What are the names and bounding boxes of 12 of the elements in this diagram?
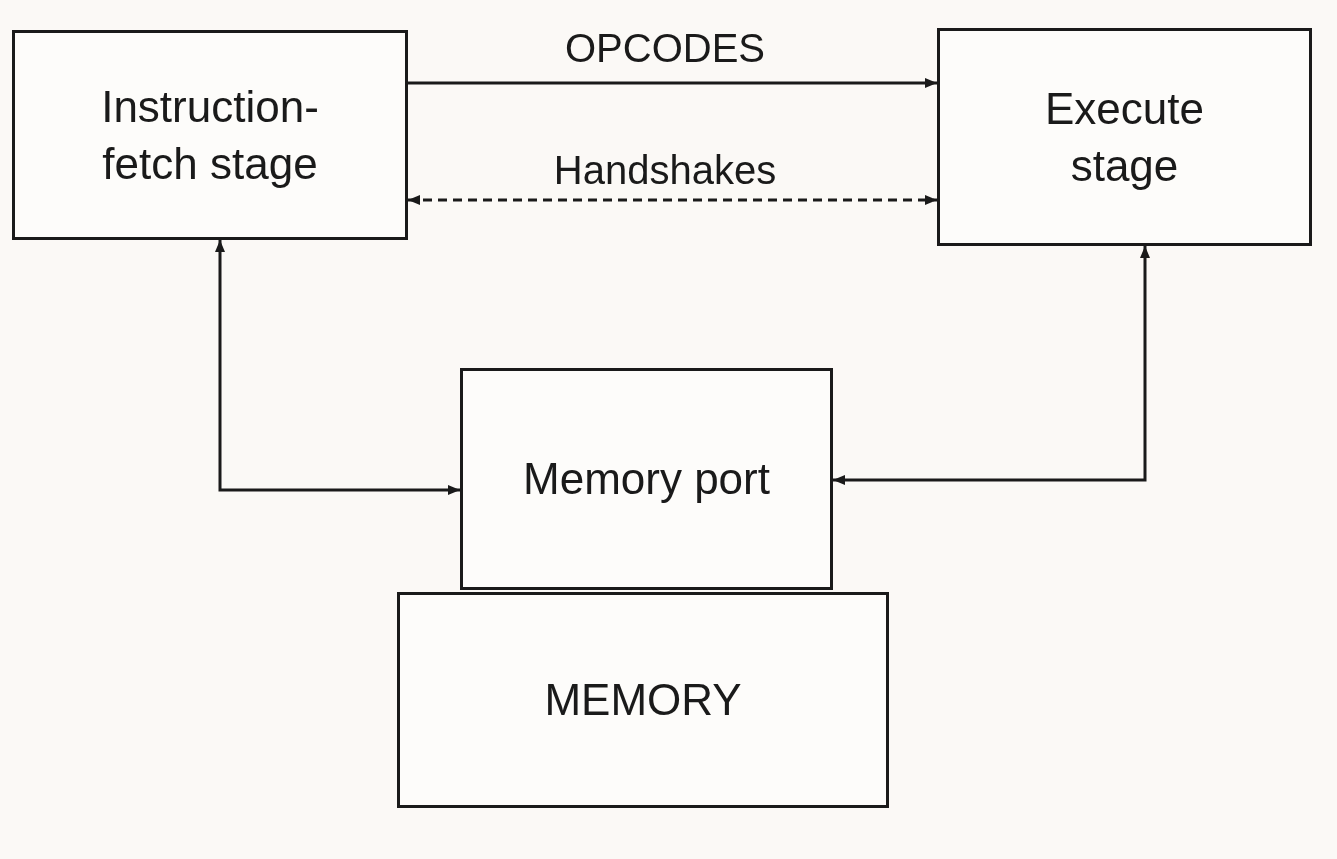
process-box <box>460 368 833 590</box>
box-label: MEMORY <box>544 674 742 727</box>
arrow <box>833 246 1150 485</box>
box-label: Instruction- fetch stage <box>100 80 320 190</box>
process-box <box>937 28 1312 246</box>
process-box <box>397 592 889 808</box>
box-label: Execute stage <box>1044 82 1205 192</box>
arrow <box>408 195 937 205</box>
arrow <box>215 240 460 495</box>
box-label: Memory port <box>523 453 770 506</box>
process-box <box>12 30 408 240</box>
arrow <box>408 78 937 88</box>
